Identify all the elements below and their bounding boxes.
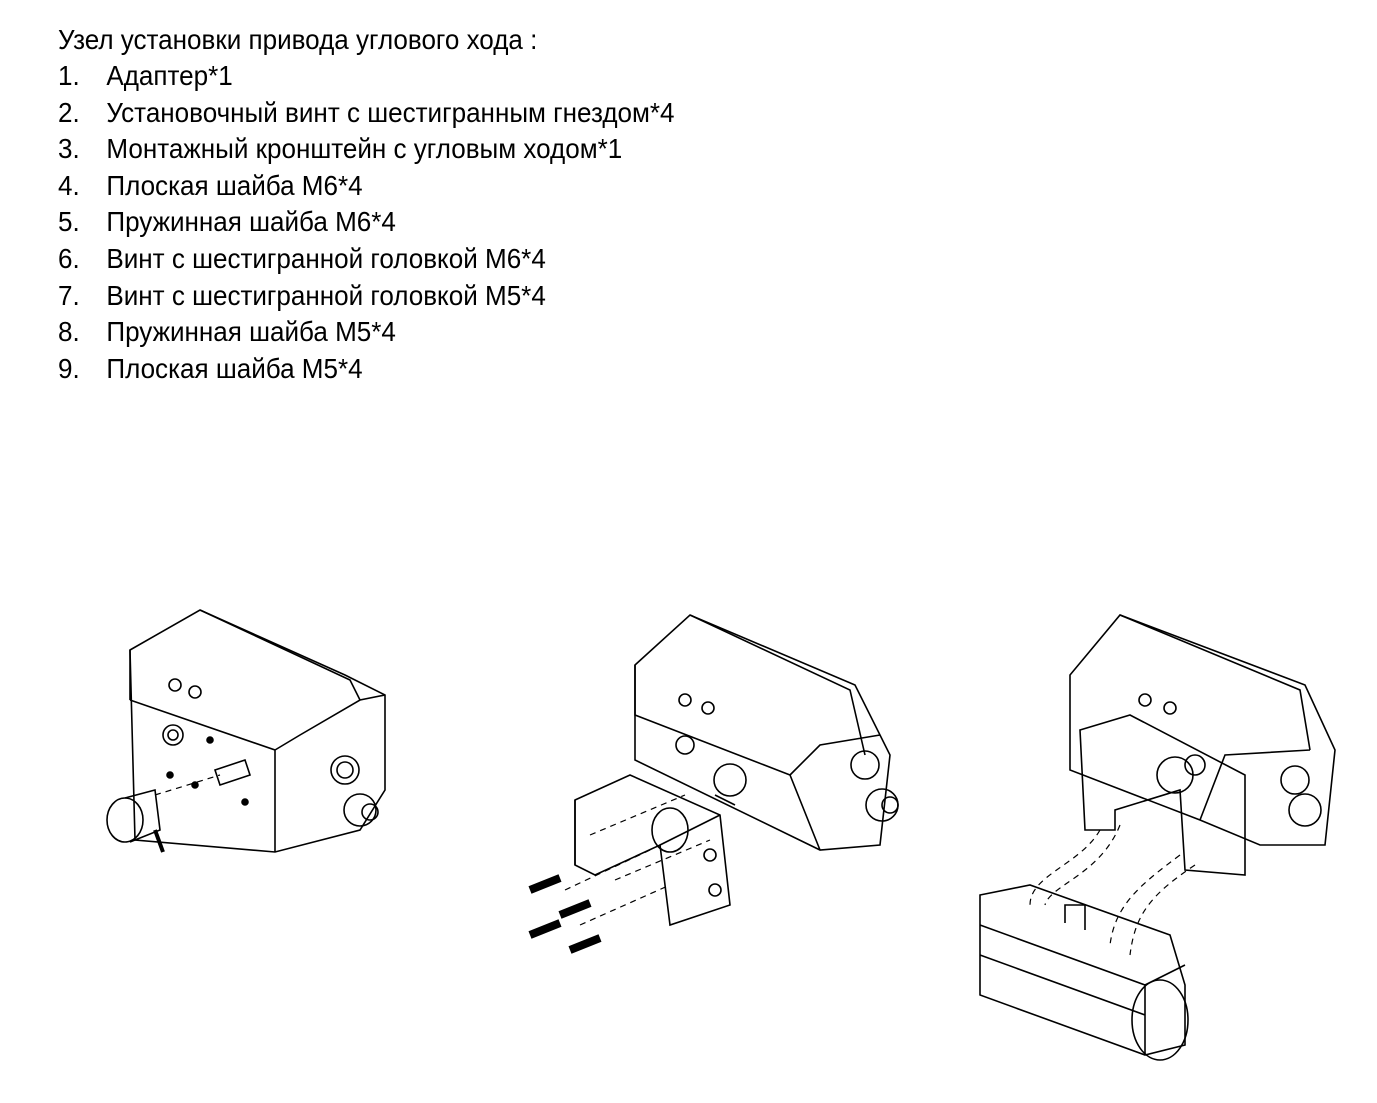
section-heading: Узел установки привода углового хода : bbox=[58, 24, 538, 55]
figure-assembled-actuator bbox=[979, 614, 1336, 1061]
list-item: 5.Пружинная шайба M6*4 bbox=[58, 206, 396, 238]
list-item: 4.Плоская шайба M6*4 bbox=[58, 169, 363, 201]
list-item: 1.Адаптер*1 bbox=[58, 60, 233, 91]
list-item: 6.Винт с шестигранной головкой M6*4 bbox=[58, 242, 546, 274]
figure-adapter-install bbox=[106, 609, 386, 853]
list-item: 3.Монтажный кронштейн с угловым ходом*1 bbox=[58, 133, 623, 165]
parts-list: 1.Адаптер*1 2.Установочный винт с шестиг… bbox=[58, 58, 721, 387]
list-item: 7.Винт с шестигранной головкой M5*4 bbox=[58, 279, 546, 311]
list-item: 8.Пружинная шайба M5*4 bbox=[58, 316, 396, 348]
list-item: 9.Плоская шайба M5*4 bbox=[58, 352, 363, 384]
figure-bracket-exploded bbox=[528, 614, 899, 954]
list-item: 2.Установочный винт с шестигранным гнезд… bbox=[58, 96, 675, 128]
